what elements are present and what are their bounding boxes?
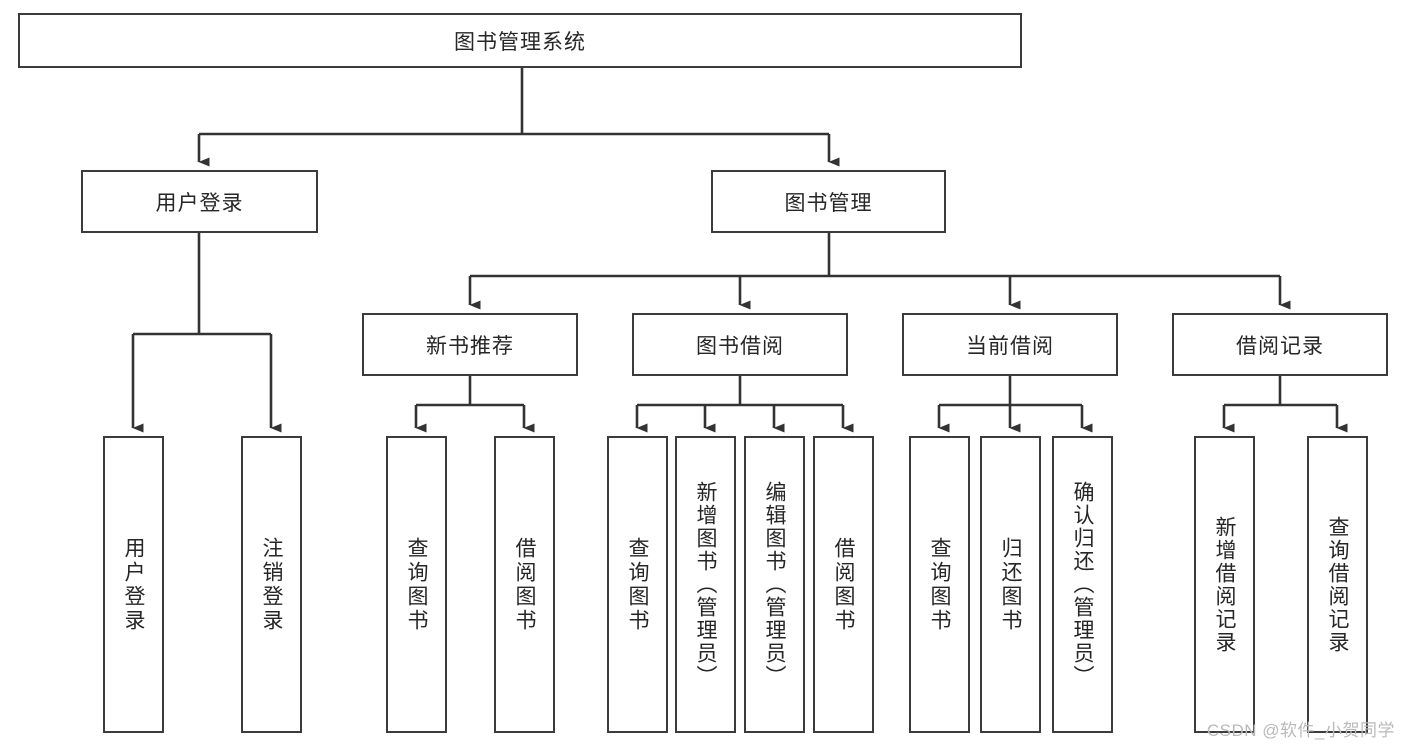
node-book-management[interactable]: 图书管理 — [711, 170, 946, 233]
leaf-user-logout[interactable]: 注销登录 — [241, 436, 302, 733]
leaf-borrow-query-book[interactable]: 查询图书 — [607, 436, 668, 733]
node-current-borrow[interactable]: 当前借阅 — [902, 313, 1118, 376]
node-user-login[interactable]: 用户登录 — [81, 170, 318, 233]
node-new-book-recommend[interactable]: 新书推荐 — [362, 313, 578, 376]
node-borrow-record[interactable]: 借阅记录 — [1172, 313, 1388, 376]
leaf-current-query-book[interactable]: 查询图书 — [909, 436, 970, 733]
node-root-system[interactable]: 图书管理系统 — [18, 13, 1022, 68]
leaf-borrow-add-book-admin[interactable]: 新增图书（管理员） — [675, 436, 736, 733]
leaf-current-return-book[interactable]: 归还图书 — [980, 436, 1041, 733]
leaf-borrow-borrow-book[interactable]: 借阅图书 — [813, 436, 874, 733]
leaf-borrow-edit-book-admin[interactable]: 编辑图书（管理员） — [744, 436, 805, 733]
leaf-recommend-query-book[interactable]: 查询图书 — [386, 436, 447, 733]
leaf-user-login[interactable]: 用户登录 — [103, 436, 164, 733]
leaf-record-add-borrow-record[interactable]: 新增借阅记录 — [1194, 436, 1255, 733]
leaf-current-confirm-return-admin[interactable]: 确认归还（管理员） — [1052, 436, 1113, 733]
leaf-record-query-borrow-record[interactable]: 查询借阅记录 — [1307, 436, 1368, 733]
leaf-recommend-borrow-book[interactable]: 借阅图书 — [494, 436, 555, 733]
node-book-borrow[interactable]: 图书借阅 — [632, 313, 848, 376]
